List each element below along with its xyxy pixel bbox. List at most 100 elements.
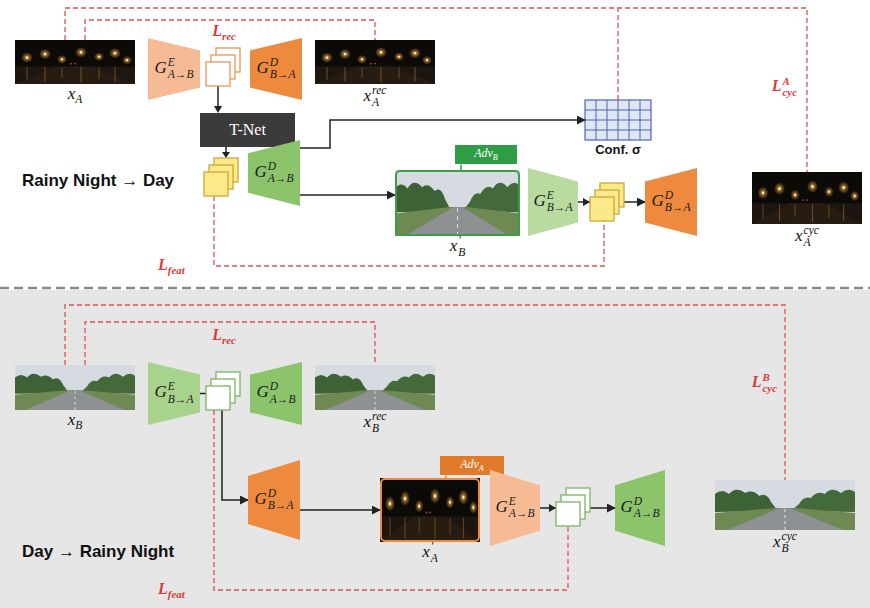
node-label: GB→AE [534, 190, 573, 214]
text-segment: G [621, 497, 633, 516]
node-label: GA→BE [155, 57, 194, 81]
connector [300, 509, 380, 511]
trapezoid-outline [490, 470, 540, 546]
loss-label: Lrec [212, 22, 236, 43]
subscript: A→B [168, 69, 194, 81]
subscript: B [372, 423, 379, 435]
text-segment: B→AD [665, 190, 691, 214]
encoder-trapezoid: GB→AE [148, 362, 200, 425]
night-photo [15, 40, 135, 84]
day-photo [15, 365, 135, 410]
feature-map [561, 495, 585, 519]
superscript: E [547, 190, 554, 202]
text-segment: A→BD [634, 496, 660, 520]
subscript: A [431, 553, 438, 565]
feature-map [216, 372, 240, 396]
trapezoid-outline [250, 38, 302, 100]
text-segment: cycA [783, 76, 797, 99]
superscript: E [168, 381, 175, 393]
feature-map [204, 172, 228, 196]
node-label: GA→BE [496, 496, 535, 520]
text-segment: A→BD [268, 161, 294, 185]
feature-stack [556, 488, 590, 526]
text-segment: x [364, 412, 372, 431]
feature-stack [590, 183, 624, 221]
subscript: A [372, 97, 379, 109]
node-label: GA→BD [621, 496, 660, 520]
loss-label: LcycB [752, 372, 777, 395]
superscript: D [268, 488, 276, 500]
feature-map [566, 488, 590, 512]
superscript: D [634, 496, 642, 508]
node-label: T-Net [229, 121, 266, 139]
night-photo [315, 40, 435, 84]
text-segment: A→BE [509, 496, 535, 520]
trapezoid-outline [148, 38, 200, 100]
superscript: D [665, 190, 673, 202]
text-segment: x [795, 226, 803, 245]
day-photo [715, 480, 855, 530]
feature-map [206, 386, 230, 410]
text-segment: feat [168, 264, 185, 276]
text-segment: B→AD [268, 488, 294, 512]
node-label: GB→AD [652, 190, 691, 214]
superscript: rec [372, 85, 386, 97]
feature-map [206, 62, 230, 86]
text-segment: x [364, 86, 372, 105]
subscript: B [458, 247, 465, 259]
text-segment: G [534, 191, 546, 210]
text-segment: A [75, 93, 82, 106]
text-segment: Brec [372, 411, 386, 435]
feature-map [209, 165, 233, 189]
text-segment: G [652, 191, 664, 210]
node-label: GB→AD [257, 57, 296, 81]
subscript: A→B [270, 394, 296, 406]
loss-label: Lfeat [158, 580, 185, 601]
superscript: B [763, 372, 770, 383]
decoder-trapezoid: GA→BD [250, 362, 302, 425]
image-caption: xBrec [364, 411, 387, 435]
encoder-trapezoid: GA→BE [490, 470, 540, 546]
loss-label: Lfeat [158, 256, 185, 277]
text-segment: A→BE [168, 57, 194, 81]
node-label: GA→BD [255, 161, 294, 185]
trapezoid-outline [248, 140, 300, 206]
subscript: A→B [634, 508, 660, 520]
layout-arrows [214, 86, 590, 512]
text-segment: Day → Rainy Night [22, 542, 174, 561]
superscript: D [268, 161, 276, 173]
connector [85, 322, 375, 365]
subscript: B→A [268, 500, 294, 512]
node-label: AdvB [474, 147, 498, 163]
text-segment: G [155, 58, 167, 77]
image-caption: xArec [364, 85, 387, 109]
superscript: D [270, 57, 278, 69]
text-segment: B→AE [168, 381, 194, 405]
text-segment: G [255, 489, 267, 508]
feature-map [600, 183, 624, 207]
image-caption: xB [68, 411, 83, 433]
superscript: cyc [804, 225, 819, 237]
text-segment: rec [222, 334, 236, 346]
day-photo [315, 365, 435, 410]
text-segment: Acyc [804, 225, 819, 249]
trapezoid-outline [528, 168, 578, 236]
text-segment: Adv [460, 457, 479, 471]
text-segment: B→AD [270, 57, 296, 81]
feature-map [211, 55, 235, 79]
feature-map [211, 379, 235, 403]
image-caption: xBcyc [773, 531, 797, 555]
text-segment: L [158, 580, 168, 597]
text-segment: feat [168, 588, 185, 600]
trapezoid-outline [250, 362, 302, 425]
loss-line [617, 8, 618, 100]
arrow-line [217, 86, 219, 108]
arrow-head [214, 106, 222, 113]
encoder-trapezoid: GA→BE [148, 38, 200, 100]
superscript: cyc [782, 531, 797, 543]
decoder-trapezoid: GB→AD [645, 168, 697, 236]
night-photo [380, 478, 480, 542]
connector [300, 120, 585, 148]
encoder-trapezoid: GB→AE [528, 168, 578, 236]
text-segment: G [255, 162, 267, 181]
